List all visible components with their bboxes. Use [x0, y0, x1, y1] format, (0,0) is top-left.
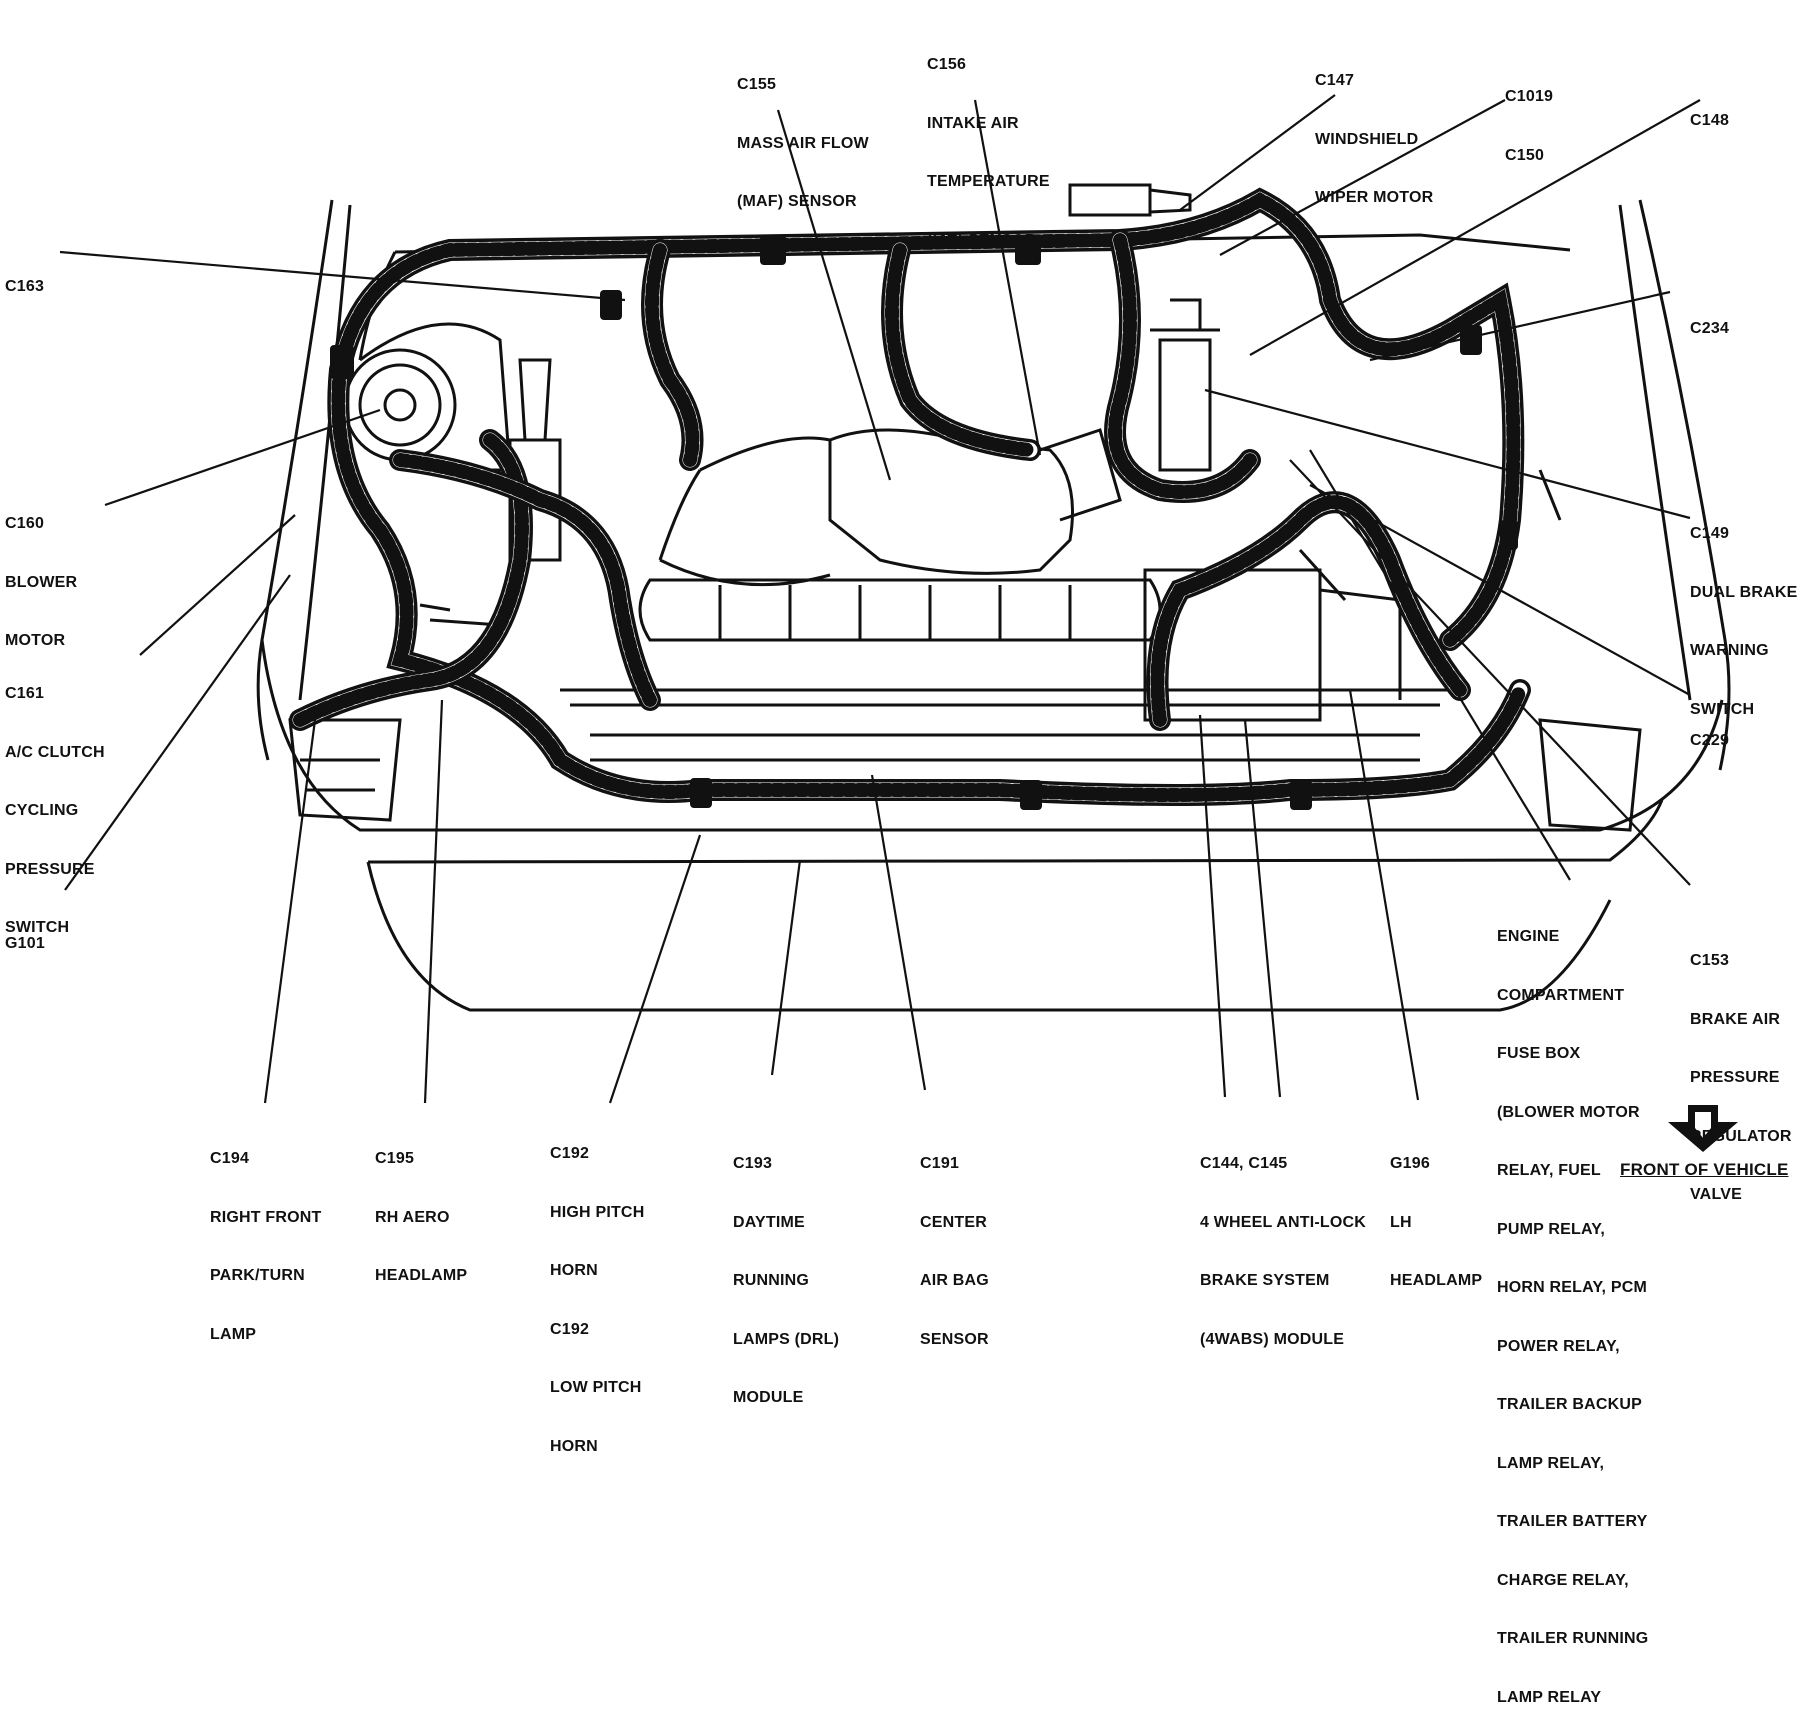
- label-c229: C229: [1690, 732, 1730, 749]
- label-c193: C193 DAYTIME RUNNING LAMPS (DRL) MODULE: [733, 1155, 840, 1406]
- vehicle-body-outline: [256, 183, 1731, 1012]
- label-g101: G101: [5, 935, 45, 952]
- label-c147: C147 WINDSHIELD WIPER MOTOR: [1315, 72, 1434, 206]
- label-c1019: C1019 C150: [1505, 88, 1554, 164]
- label-c156: C156 INTAKE AIR TEMPERATURE (IAT) SENSOR: [927, 56, 1050, 249]
- label-c153: C153 BRAKE AIR PRESSURE REGULATOR VALVE: [1690, 952, 1792, 1203]
- connectors: [330, 235, 1518, 810]
- engine-drawing: [59, 94, 1738, 1152]
- label-c161: C161 A/C CLUTCH CYCLING PRESSURE SWITCH: [5, 685, 105, 936]
- front-of-vehicle-label: FRONT OF VEHICLE: [1620, 1160, 1789, 1179]
- label-fuse-box: ENGINE COMPARTMENT FUSE BOX (BLOWER MOTO…: [1497, 928, 1649, 1706]
- label-c192: C192 HIGH PITCH HORN C192 LOW PITCH HORN: [550, 1145, 645, 1455]
- label-c163: C163: [5, 278, 45, 295]
- label-c195: C195 RH AERO HEADLAMP: [375, 1150, 468, 1284]
- label-c155: C155 MASS AIR FLOW (MAF) SENSOR: [737, 76, 869, 210]
- label-c234: C234: [1690, 320, 1730, 337]
- leader-lines: [59, 94, 1701, 1104]
- label-c194: C194 RIGHT FRONT PARK/TURN LAMP: [210, 1150, 322, 1343]
- front-arrow-icon: [1668, 1105, 1738, 1152]
- label-c160: C160 BLOWER MOTOR: [5, 515, 78, 649]
- label-c191: C191 CENTER AIR BAG SENSOR: [920, 1155, 989, 1348]
- engine-compartment-diagram: C155 MASS AIR FLOW (MAF) SENSOR C156 INT…: [5, 56, 1798, 1706]
- label-c149: C149 DUAL BRAKE WARNING SWITCH: [1690, 525, 1798, 718]
- label-c144-c145: C144, C145 4 WHEEL ANTI-LOCK BRAKE SYSTE…: [1200, 1155, 1367, 1348]
- label-c148: C148: [1690, 112, 1730, 129]
- label-g196: G196 LH HEADLAMP: [1390, 1155, 1483, 1289]
- wiring-harness: [289, 187, 1531, 806]
